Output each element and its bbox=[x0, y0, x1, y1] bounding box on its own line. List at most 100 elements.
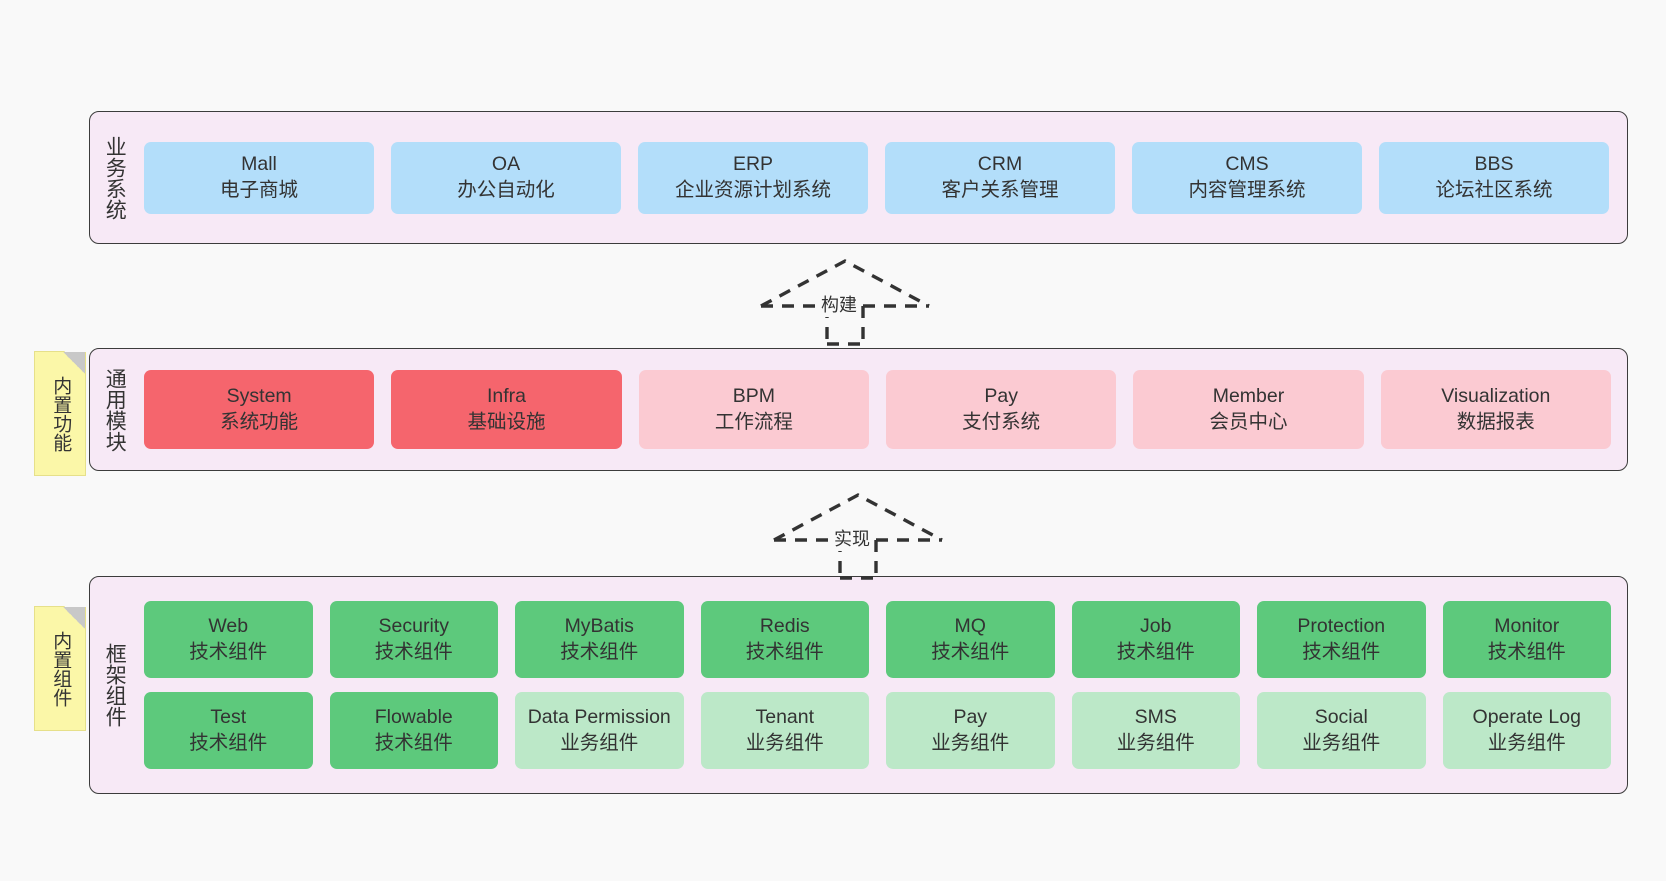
business-card-erp[interactable]: ERP 企业资源计划系统 bbox=[638, 141, 868, 214]
card-desc: 技术组件 bbox=[1487, 640, 1566, 663]
card-desc: 技术组件 bbox=[745, 640, 824, 663]
business-card-cms[interactable]: CMS 内容管理系统 bbox=[1132, 141, 1362, 214]
card-name: OA bbox=[491, 153, 521, 176]
framework-card-flowable[interactable]: Flowable 技术组件 bbox=[329, 692, 498, 769]
business-card-mall[interactable]: Mall 电子商城 bbox=[144, 141, 374, 214]
card-desc: 会员中心 bbox=[1209, 410, 1288, 433]
card-desc: 业务组件 bbox=[1487, 731, 1566, 754]
card-name: ERP bbox=[732, 153, 774, 176]
framework-card-test[interactable]: Test 技术组件 bbox=[144, 692, 313, 769]
business-row: Mall 电子商城 OA 办公自动化 ERP 企业资源计划系统 CRM 客户关系… bbox=[144, 141, 1609, 214]
framework-card-mq[interactable]: MQ 技术组件 bbox=[886, 601, 1055, 678]
layer-business-systems: 业务系统 Mall 电子商城 OA 办公自动化 ERP 企业资源计划系统 CRM… bbox=[89, 111, 1628, 244]
framework-card-mybatis[interactable]: MyBatis 技术组件 bbox=[515, 601, 684, 678]
card-desc: 系统功能 bbox=[220, 410, 299, 433]
layer-framework-title: 框架组件 bbox=[103, 643, 127, 727]
card-name: MyBatis bbox=[564, 615, 634, 638]
framework-card-monitor[interactable]: Monitor 技术组件 bbox=[1442, 601, 1611, 678]
framework-card-social[interactable]: Social 业务组件 bbox=[1257, 692, 1426, 769]
card-desc: 办公自动化 bbox=[457, 178, 555, 201]
card-name: Data Permission bbox=[527, 706, 671, 729]
card-desc: 业务组件 bbox=[560, 731, 639, 754]
connector-implement: 实现 bbox=[770, 492, 946, 580]
connector-build: 构建 bbox=[757, 258, 933, 346]
card-desc: 业务组件 bbox=[1116, 731, 1195, 754]
card-name: Security bbox=[378, 615, 449, 638]
card-desc: 技术组件 bbox=[560, 640, 639, 663]
module-card-visualization[interactable]: Visualization 数据报表 bbox=[1380, 370, 1611, 449]
module-card-pay[interactable]: Pay 支付系统 bbox=[885, 370, 1117, 449]
card-desc: 技术组件 bbox=[931, 640, 1010, 663]
card-desc: 技术组件 bbox=[189, 640, 268, 663]
framework-card-protection[interactable]: Protection 技术组件 bbox=[1257, 601, 1426, 678]
card-name: Visualization bbox=[1441, 385, 1551, 408]
framework-row-business: Test 技术组件 Flowable 技术组件 Data Permission … bbox=[144, 692, 1611, 769]
layer-framework-body: Web 技术组件 Security 技术组件 MyBatis 技术组件 Redi… bbox=[138, 577, 1627, 793]
module-card-infra[interactable]: Infra 基础设施 bbox=[391, 370, 622, 449]
card-name: BPM bbox=[732, 385, 775, 408]
card-name: BBS bbox=[1474, 153, 1514, 176]
module-card-member[interactable]: Member 会员中心 bbox=[1133, 370, 1364, 449]
business-card-oa[interactable]: OA 办公自动化 bbox=[391, 141, 621, 214]
business-card-crm[interactable]: CRM 客户关系管理 bbox=[885, 141, 1115, 214]
note-builtin-components: 内置组件 bbox=[34, 607, 86, 731]
framework-card-pay[interactable]: Pay 业务组件 bbox=[886, 692, 1055, 769]
card-desc: 客户关系管理 bbox=[941, 178, 1059, 201]
layer-business-body: Mall 电子商城 OA 办公自动化 ERP 企业资源计划系统 CRM 客户关系… bbox=[138, 112, 1627, 243]
card-name: Redis bbox=[759, 615, 810, 638]
connector-implement-label: 实现 bbox=[832, 525, 872, 551]
business-card-bbs[interactable]: BBS 论坛社区系统 bbox=[1379, 141, 1609, 214]
card-name: Mall bbox=[241, 153, 277, 176]
card-desc: 工作流程 bbox=[714, 410, 793, 433]
card-desc: 技术组件 bbox=[189, 731, 268, 754]
note-label: 内置功能 bbox=[50, 375, 72, 452]
note-builtin-features: 内置功能 bbox=[34, 352, 86, 476]
card-name: Tenant bbox=[755, 706, 815, 729]
card-name: System bbox=[226, 385, 292, 408]
framework-card-web[interactable]: Web 技术组件 bbox=[144, 601, 313, 678]
note-label: 内置组件 bbox=[50, 630, 72, 707]
card-name: Pay bbox=[953, 706, 988, 729]
layer-framework-components: 框架组件 Web 技术组件 Security 技术组件 MyBatis 技术组件… bbox=[89, 576, 1628, 794]
card-name: Social bbox=[1314, 706, 1368, 729]
card-name: Operate Log bbox=[1472, 706, 1581, 729]
framework-card-security[interactable]: Security 技术组件 bbox=[329, 601, 498, 678]
framework-card-sms[interactable]: SMS 业务组件 bbox=[1071, 692, 1240, 769]
framework-card-data-permission[interactable]: Data Permission 业务组件 bbox=[515, 692, 684, 769]
card-name: Flowable bbox=[374, 706, 453, 729]
card-name: Test bbox=[210, 706, 247, 729]
card-name: Member bbox=[1212, 385, 1285, 408]
card-name: CMS bbox=[1225, 153, 1269, 176]
module-card-bpm[interactable]: BPM 工作流程 bbox=[638, 370, 869, 449]
card-desc: 技术组件 bbox=[1116, 640, 1195, 663]
card-name: Pay bbox=[984, 385, 1018, 408]
card-name: MQ bbox=[954, 615, 986, 638]
card-desc: 技术组件 bbox=[374, 731, 453, 754]
card-name: Web bbox=[208, 615, 249, 638]
framework-card-job[interactable]: Job 技术组件 bbox=[1071, 601, 1240, 678]
card-desc: 基础设施 bbox=[467, 410, 546, 433]
card-desc: 业务组件 bbox=[1302, 731, 1381, 754]
layer-common-modules: 通用模块 System 系统功能 Infra 基础设施 BPM 工作流程 Pay… bbox=[89, 348, 1628, 471]
card-desc: 企业资源计划系统 bbox=[674, 178, 831, 201]
card-desc: 电子商城 bbox=[219, 178, 298, 201]
framework-card-operate-log[interactable]: Operate Log 业务组件 bbox=[1442, 692, 1611, 769]
modules-row: System 系统功能 Infra 基础设施 BPM 工作流程 Pay 支付系统… bbox=[144, 370, 1611, 449]
card-desc: 业务组件 bbox=[931, 731, 1010, 754]
card-name: Infra bbox=[486, 385, 526, 408]
card-desc: 技术组件 bbox=[374, 640, 453, 663]
card-name: Job bbox=[1140, 615, 1172, 638]
page-fold-icon bbox=[63, 607, 85, 629]
module-card-system[interactable]: System 系统功能 bbox=[144, 370, 375, 449]
card-desc: 数据报表 bbox=[1456, 410, 1535, 433]
card-desc: 支付系统 bbox=[962, 410, 1041, 433]
card-name: CRM bbox=[977, 153, 1023, 176]
framework-row-technical: Web 技术组件 Security 技术组件 MyBatis 技术组件 Redi… bbox=[144, 601, 1611, 678]
card-name: Monitor bbox=[1494, 615, 1560, 638]
card-desc: 业务组件 bbox=[745, 731, 824, 754]
layer-business-title: 业务系统 bbox=[103, 135, 127, 220]
framework-card-tenant[interactable]: Tenant 业务组件 bbox=[700, 692, 869, 769]
framework-card-redis[interactable]: Redis 技术组件 bbox=[700, 601, 869, 678]
connector-build-label: 构建 bbox=[819, 291, 859, 317]
